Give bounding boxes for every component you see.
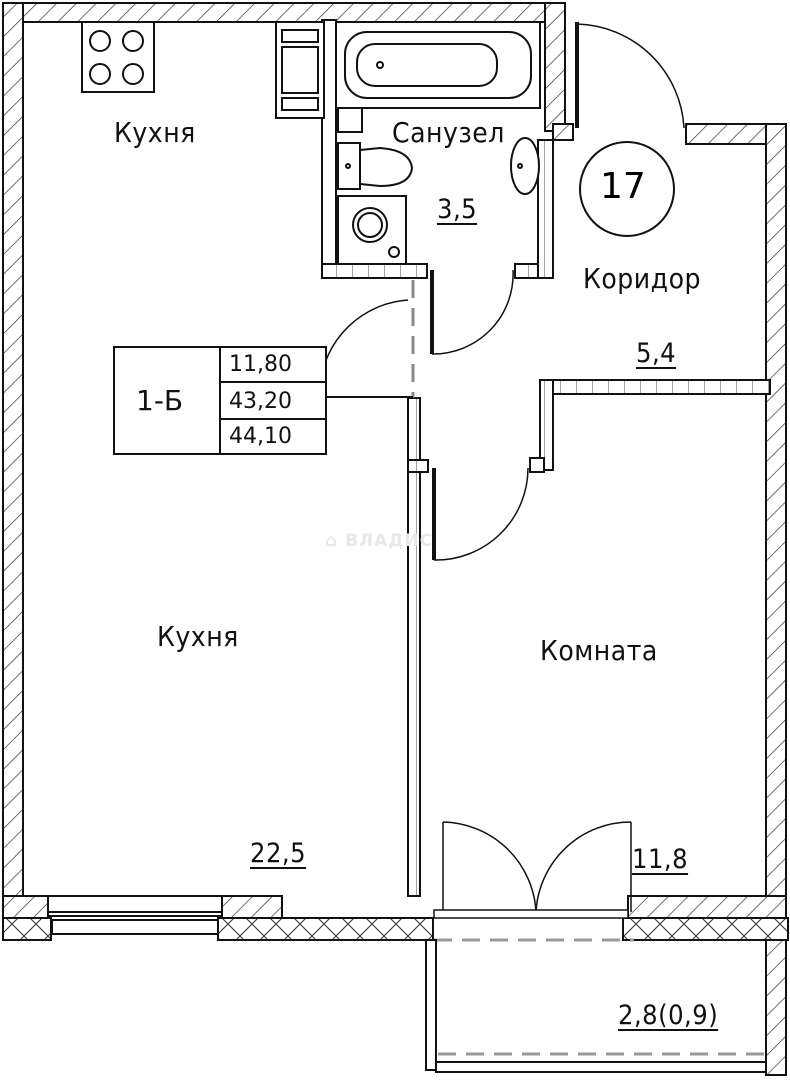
room-label: Комната: [540, 634, 658, 667]
sink-icon: [510, 137, 540, 195]
bathroom-label: Санузел: [392, 116, 505, 149]
bathroom-area: 3,5: [437, 194, 478, 225]
bathroom-walls: [321, 19, 574, 279]
apartment-number: 17: [600, 166, 646, 207]
bathroom-shelf: [337, 107, 363, 133]
living-area-value: 11,80: [229, 352, 292, 377]
apartment-number-circle: [579, 141, 675, 237]
corridor-area: 5,4: [636, 338, 677, 369]
washing-machine-icon: [337, 195, 407, 265]
unit-table: [113, 346, 327, 455]
kitchen-label: Кухня: [157, 620, 239, 653]
room-area: 11,8: [632, 844, 689, 875]
watermark-text: ВЛАДИС: [345, 531, 434, 551]
balcony: [425, 938, 787, 1076]
corridor-label: Коридор: [583, 262, 701, 295]
watermark: ⌂ ВЛАДИС: [325, 531, 433, 551]
doors: [318, 22, 685, 919]
kitchen-top-label: Кухня: [114, 116, 196, 149]
total-area-with-balcony-value: 44,10: [229, 424, 292, 449]
exterior-walls: [2, 2, 789, 941]
bathtub-icon: [335, 21, 541, 109]
stove-icon: [81, 21, 155, 93]
house-icon: ⌂: [325, 531, 339, 551]
kitchen-window: [47, 895, 223, 935]
toilet-icon: [337, 142, 414, 190]
unit-type: 1-Б: [136, 384, 184, 417]
cabinet-icon: [275, 21, 325, 119]
kitchen-area: 22,5: [250, 838, 307, 869]
total-area-value: 43,20: [229, 389, 292, 414]
balcony-area: 2,8(0,9): [618, 1000, 719, 1031]
